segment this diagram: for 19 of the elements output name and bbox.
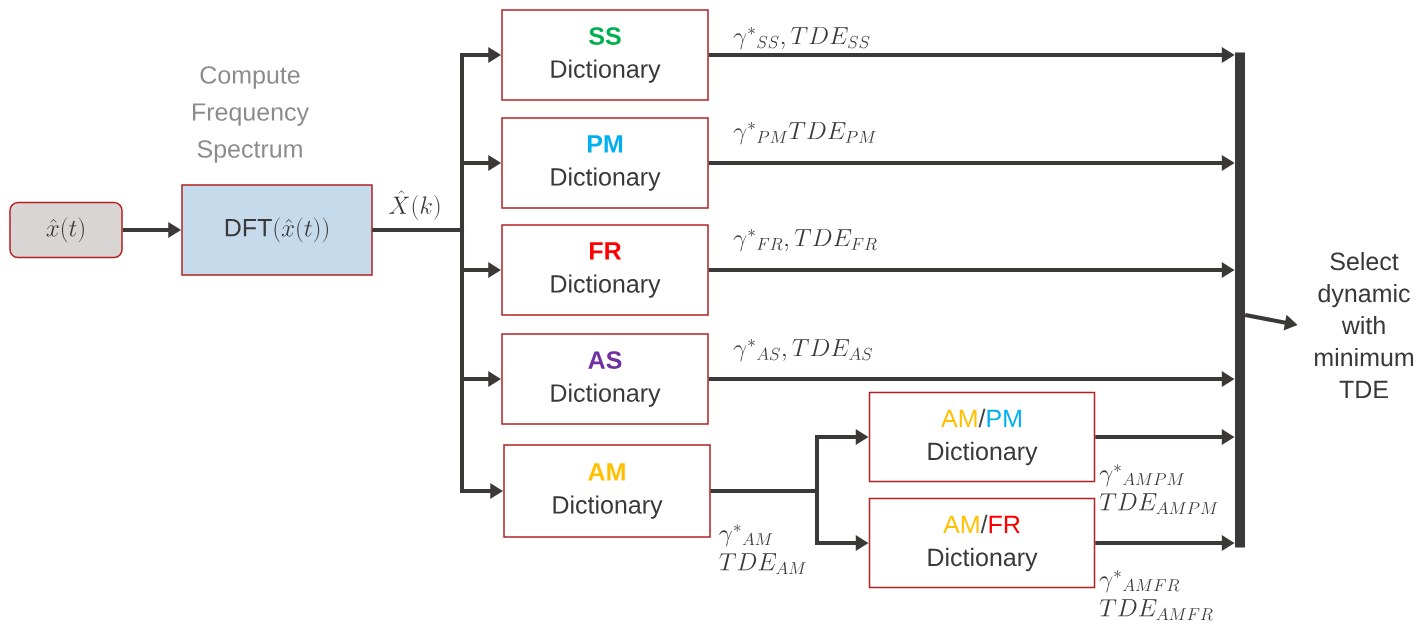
dictionary-box: SS Dictionary [501,9,709,101]
dictionary-box: FR Dictionary [501,224,709,316]
edge-label: $\gamma^{*}{}_{PM}TDE_{PM}$ [732,121,878,145]
result-text: Select dynamic with minimum TDE [1315,251,1414,399]
edge-label: $\gamma^{*}{}_{AS}, TDE_{AS}$ [732,338,875,362]
dictionary-box: AM/FR Dictionary [868,497,1096,589]
edge-label: $\begin{array}{@{}l@{}}\gamma^{*}{}_{AMPM}\\ TDE_{AMPM}\end{array}$ [1098,460,1220,520]
edge-label: $\begin{array}{@{}l@{}}\gamma^{*}{}_{AMFR}\\ TDE_{AMFR}\end{array}$ [1098,566,1215,626]
edge-label: $\gamma^{*}{}_{SS}, TDE_{SS}$ [732,26,872,50]
dictionary-box: AM/PM Dictionary [868,391,1096,483]
process-box: $\text{DFT}(\hat{x}(t))$ [181,184,373,276]
heading-label: Compute Frequency Spectrum [193,66,309,163]
dictionary-box: PM Dictionary [501,117,709,209]
dictionary-box: AM Dictionary [503,444,711,538]
edge-label: $\hat{X}(k)$ [387,189,443,221]
edge-label: $\gamma^{*}{}_{FR}, TDE_{FR}$ [732,228,879,252]
dictionary-box: AS Dictionary [501,333,709,425]
edge-label: $\begin{array}{@{}l@{}}\gamma^{*}{}_{AM}\\ TDE_{AM}\end{array}$ [717,520,808,580]
input-box: $\hat{x}(t)$ [9,201,123,259]
